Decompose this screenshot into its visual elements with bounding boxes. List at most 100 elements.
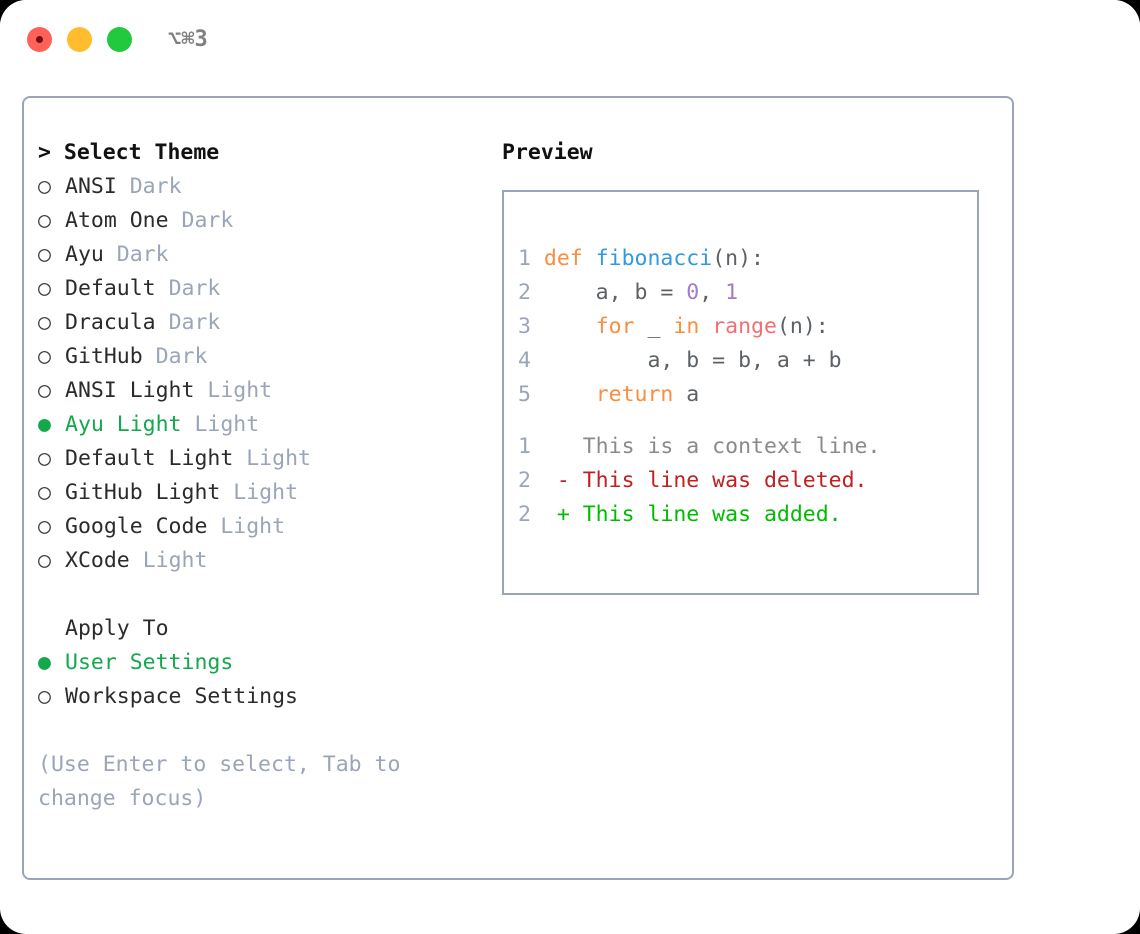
code-line: 3 for _ in range(n): xyxy=(518,310,968,344)
code-line-number: 5 xyxy=(518,382,531,407)
apply-to-item-label: Workspace Settings xyxy=(65,684,298,709)
radio-unselected-icon: ○ xyxy=(38,242,51,267)
spacer xyxy=(531,314,544,339)
theme-item-label: Ayu Light xyxy=(65,412,182,437)
spacer xyxy=(143,344,156,369)
code-token: a, b = b, a + b xyxy=(543,348,842,373)
radio-selected-icon: ● xyxy=(38,650,51,675)
spacer xyxy=(531,348,544,373)
code-token: range xyxy=(712,314,777,339)
spacer xyxy=(531,382,544,407)
diff-sign: - xyxy=(530,468,583,493)
main-panel: > Select Theme ○ANSI Dark○Atom One Dark○… xyxy=(22,96,1014,880)
apply-to-item-label: User Settings xyxy=(65,650,234,675)
theme-item-ansi-light[interactable]: ○ ANSI Light Light xyxy=(38,374,488,408)
diff-line-number: 2 xyxy=(518,468,531,493)
theme-item-default-light[interactable]: ○Default Light Light xyxy=(38,442,488,476)
spacer xyxy=(169,208,182,233)
theme-item-label: Default xyxy=(65,276,156,301)
radio-unselected-icon: ○ xyxy=(38,548,51,573)
code-line: 5 return a xyxy=(518,378,968,412)
code-token xyxy=(544,382,596,407)
spacer xyxy=(182,412,195,437)
diff-line: 2 + This line was added. xyxy=(518,498,968,532)
code-line: 2 a, b = 0, 1 xyxy=(518,276,968,310)
code-token: _ xyxy=(634,314,674,339)
diff-line: 2 - This line was deleted. xyxy=(518,464,968,498)
theme-item-default[interactable]: ○Default Dark xyxy=(38,272,488,306)
code-line: 4 a, b = b, a + b xyxy=(518,344,968,378)
diff-text: This line was deleted. xyxy=(582,468,868,493)
spacer xyxy=(531,246,544,271)
preview-column: Preview 1 def fibonacci(n):2 a, b = 0, 1… xyxy=(502,136,1002,595)
theme-item-atom-one[interactable]: ○Atom One Dark xyxy=(38,204,488,238)
theme-item-google-code[interactable]: ○Google Code Light xyxy=(38,510,488,544)
radio-unselected-icon: ○ xyxy=(38,208,51,233)
theme-item-label: GitHub Light xyxy=(65,480,221,505)
radio-unselected-icon: ○ xyxy=(38,310,51,335)
diff-text: This is a context line. xyxy=(582,434,881,459)
theme-item-ayu[interactable]: ○ Ayu Dark xyxy=(38,238,488,272)
code-token: 1 xyxy=(725,280,739,305)
theme-item-dracula[interactable]: ○Dracula Dark xyxy=(38,306,488,340)
theme-item-ayu-light[interactable]: ●Ayu Light Light xyxy=(38,408,488,442)
radio-unselected-icon: ○ xyxy=(38,684,51,709)
theme-item-ansi[interactable]: ○ANSI Dark xyxy=(38,170,488,204)
code-token: for xyxy=(595,314,635,339)
theme-item-label: GitHub xyxy=(65,344,143,369)
preview-title: Preview xyxy=(502,140,593,165)
radio-unselected-icon: ○ xyxy=(38,446,51,471)
spacer xyxy=(130,548,143,573)
theme-item-variant: Light xyxy=(142,548,208,573)
theme-list[interactable]: ○ANSI Dark○Atom One Dark○Ayu Dark○Defaul… xyxy=(38,170,488,578)
spacer xyxy=(194,378,207,403)
theme-item-variant: Light xyxy=(233,480,299,505)
spacer xyxy=(531,280,544,305)
title-bar: ⌥⌘3 xyxy=(0,0,1140,80)
theme-item-variant: Light xyxy=(194,412,260,437)
hint-text: (Use Enter to select, Tab to change focu… xyxy=(38,752,414,811)
code-token: return xyxy=(595,382,674,407)
radio-unselected-icon: ○ xyxy=(38,344,51,369)
theme-item-variant: Dark xyxy=(168,310,221,335)
code-token: a xyxy=(673,382,700,407)
minimize-button[interactable] xyxy=(67,27,92,52)
theme-item-label: Ayu xyxy=(65,242,104,267)
maximize-button[interactable] xyxy=(107,27,132,52)
apply-to-header: Apply To xyxy=(38,612,488,646)
theme-item-variant: Light xyxy=(220,514,286,539)
theme-item-variant: Dark xyxy=(155,344,208,369)
spacer xyxy=(233,446,246,471)
select-theme-header: > Select Theme xyxy=(38,140,220,165)
apply-to-item-user-settings[interactable]: ● User Settings xyxy=(38,646,488,680)
radio-unselected-icon: ○ xyxy=(38,480,51,505)
spacer xyxy=(117,174,130,199)
code-token: (n): xyxy=(712,246,764,271)
theme-item-label: ANSI Light xyxy=(65,378,195,403)
theme-item-variant: Light xyxy=(207,378,273,403)
apply-to-list[interactable]: ● User Settings ○ Workspace Settings xyxy=(38,646,488,714)
theme-item-github[interactable]: ○ GitHub Dark xyxy=(38,340,488,374)
theme-item-github-light[interactable]: ○ GitHub Light Light xyxy=(38,476,488,510)
radio-unselected-icon: ○ xyxy=(38,378,51,403)
diff-line-number: 2 xyxy=(518,502,531,527)
code-token: a, b = xyxy=(543,280,687,305)
code-line: 1 def fibonacci(n): xyxy=(518,242,968,276)
code-line-number: 4 xyxy=(518,348,531,373)
apply-to-section: Apply To ● User Settings ○ Workspace Settin… xyxy=(38,612,488,714)
theme-item-variant: Dark xyxy=(116,242,169,267)
theme-item-variant: Dark xyxy=(129,174,182,199)
code-token: def xyxy=(543,246,596,271)
code-token xyxy=(699,314,712,339)
diff-line: 1 This is a context line. xyxy=(518,430,968,464)
code-token: , xyxy=(699,280,726,305)
radio-unselected-icon: ○ xyxy=(38,174,51,199)
theme-item-xcode[interactable]: ○XCode Light xyxy=(38,544,488,578)
theme-item-variant: Dark xyxy=(181,208,234,233)
spacer xyxy=(156,276,169,301)
theme-item-variant: Dark xyxy=(168,276,221,301)
apply-to-item-workspace-settings[interactable]: ○ Workspace Settings xyxy=(38,680,488,714)
theme-picker-column: > Select Theme ○ANSI Dark○Atom One Dark○… xyxy=(38,136,488,816)
